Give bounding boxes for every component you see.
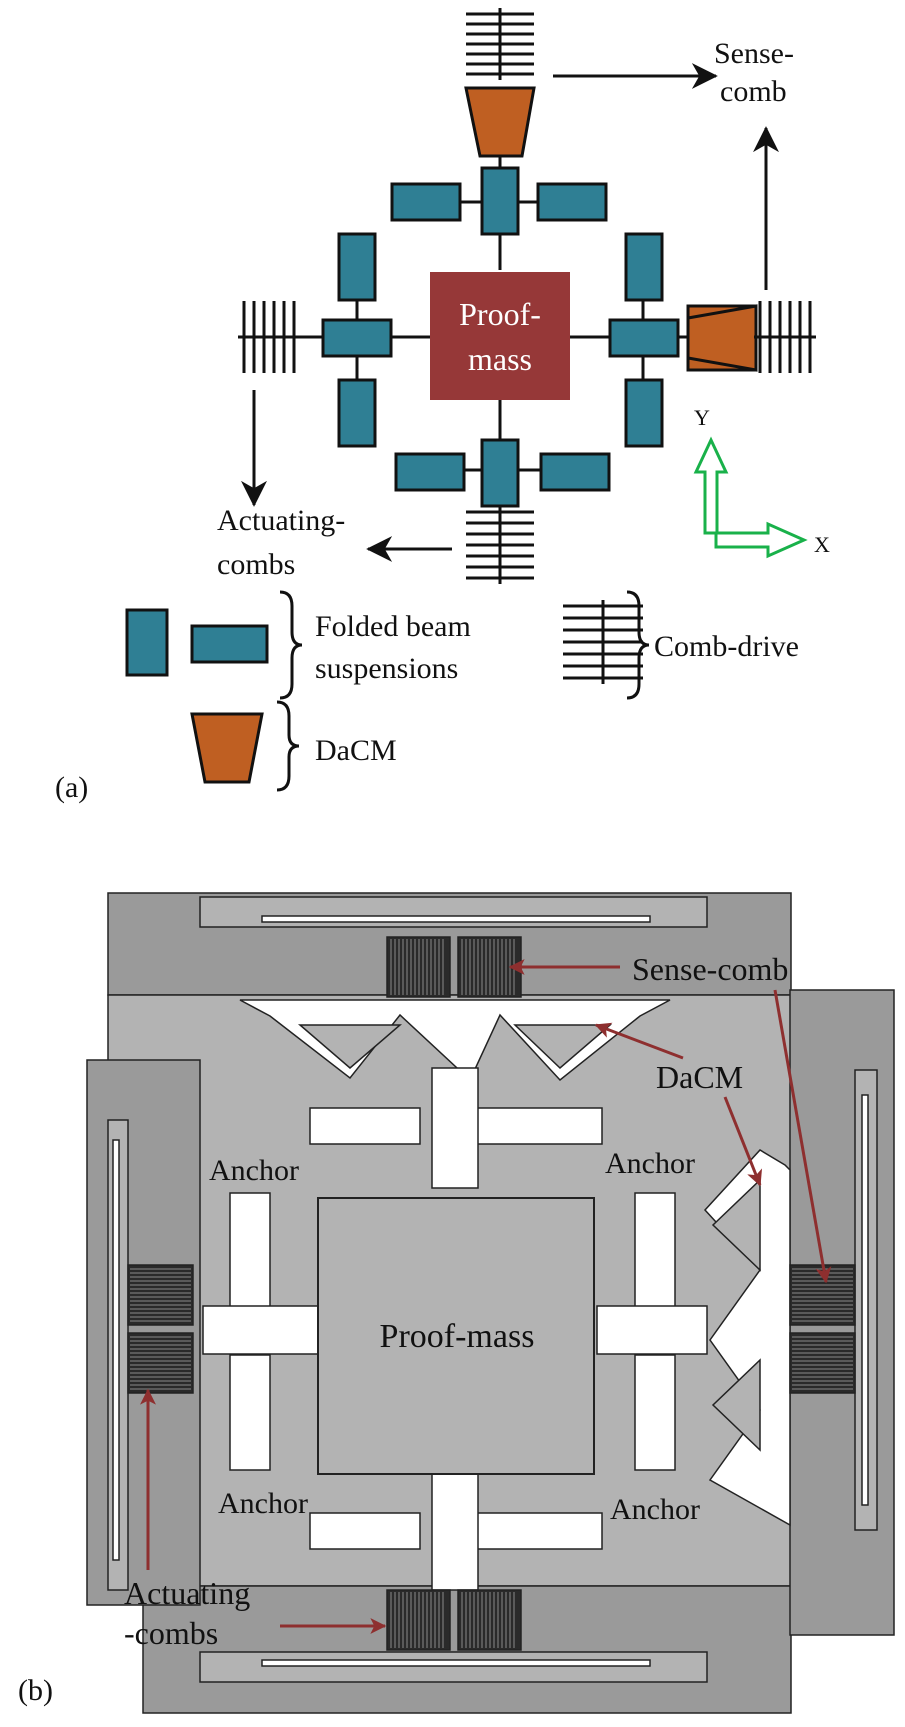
spring-top-left xyxy=(390,182,462,222)
sense-comb-label-line2: comb xyxy=(720,75,787,108)
arrow-sense-comb-right xyxy=(773,989,832,1284)
legend-spring-horizontal xyxy=(190,624,269,664)
anchor-bottom-left-label: Anchor xyxy=(218,1487,308,1520)
spring-b-right-lower xyxy=(634,1354,676,1471)
spring-top-center xyxy=(480,166,520,236)
spring-right-upper xyxy=(624,232,664,302)
panel-b-label: (b) xyxy=(18,1674,53,1707)
dacm-top xyxy=(464,86,536,158)
spring-top-right xyxy=(536,182,608,222)
comb-drive-top xyxy=(466,8,534,80)
actuating-combs-b-line2: -combs xyxy=(124,1615,218,1651)
spring-bottom-center xyxy=(480,438,520,508)
legend-folded-beam-line1: Folded beam xyxy=(315,610,471,643)
spring-left-center xyxy=(321,318,393,358)
comb-drive-left xyxy=(238,301,300,373)
spring-b-bottom-left xyxy=(309,1512,421,1550)
actuating-combs-b-line1: Actuating xyxy=(124,1575,250,1611)
dacm-b-label: DaCM xyxy=(656,1059,743,1095)
dacm-top-triangle-right xyxy=(513,1024,613,1070)
dacm-right-triangle-lower xyxy=(711,1358,761,1452)
spring-b-left-lower xyxy=(229,1354,271,1471)
legend-dacm-icon xyxy=(190,712,264,784)
panel-b xyxy=(86,892,895,1714)
comb-arrays-b xyxy=(127,936,856,1651)
y-axis-arrow xyxy=(693,436,729,535)
spring-b-left-upper xyxy=(229,1192,271,1309)
spring-right-lower xyxy=(624,378,664,448)
arrow-dacm-top xyxy=(594,1022,684,1060)
proof-mass-label-line2: mass xyxy=(468,341,532,377)
spring-b-top-right xyxy=(476,1107,603,1145)
anchor-top-left-label: Anchor xyxy=(209,1154,299,1187)
proof-mass-block xyxy=(430,272,570,400)
comb-array-block xyxy=(127,1264,194,1326)
proof-mass-b-label: Proof-mass xyxy=(380,1318,535,1355)
spring-bottom-left xyxy=(394,452,466,492)
axes-indicator: Y X xyxy=(693,405,830,559)
spring-b-top-center xyxy=(431,1067,479,1189)
legend-dacm-label: DaCM xyxy=(315,734,397,767)
legend-brace-dacm xyxy=(276,700,300,792)
spring-right-center xyxy=(608,318,680,358)
arrow-dacm-right xyxy=(723,1096,763,1187)
y-axis-label: Y xyxy=(694,405,710,430)
actuating-combs-label-line1: Actuating- xyxy=(217,504,345,537)
legend-spring-vertical xyxy=(125,608,169,677)
anchors-and-springs xyxy=(202,1067,708,1591)
spring-b-bottom-center xyxy=(431,1469,479,1591)
right-rail-slot xyxy=(861,1094,869,1506)
legend-folded-beam-line2: suspensions xyxy=(315,652,458,685)
comb-drive-bottom xyxy=(466,506,534,584)
x-axis-arrow xyxy=(705,521,808,559)
comb-drive-right xyxy=(754,301,816,373)
legend-comb-drive-label: Comb-drive xyxy=(654,630,799,663)
dacm-top-triangle-left xyxy=(297,1024,403,1069)
spring-b-top-left xyxy=(309,1107,421,1145)
comb-array-block xyxy=(789,1332,856,1394)
proof-mass-b xyxy=(317,1197,595,1475)
sense-comb-b-label: Sense-comb xyxy=(632,951,788,987)
spring-bottom-right xyxy=(539,452,611,492)
folded-beam-suspensions xyxy=(321,166,680,508)
dacm-right-triangle-upper xyxy=(711,1178,761,1272)
anchor-bottom-right-label: Anchor xyxy=(610,1493,700,1526)
left-rail-slot xyxy=(112,1139,120,1561)
legend-brace-springs xyxy=(279,590,303,700)
proof-mass-label-line1: Proof- xyxy=(459,296,541,332)
spring-left-upper xyxy=(337,232,377,302)
legend-brace-comb xyxy=(626,590,650,700)
x-axis-label: X xyxy=(814,532,830,557)
bottom-rail-slot xyxy=(261,1659,651,1667)
dacm-right-shape xyxy=(686,304,758,372)
annotation-arrows xyxy=(140,959,832,1634)
legend: Folded beam suspensions Comb-drive DaCM xyxy=(125,590,799,792)
actuating-combs-label-line2: combs xyxy=(217,548,295,581)
spring-b-right-upper xyxy=(634,1192,676,1309)
sense-comb-label-line1: Sense- xyxy=(714,37,794,70)
comb-array-block xyxy=(789,1264,856,1326)
panel-a-label: (a) xyxy=(55,771,88,804)
comb-array-block xyxy=(127,1332,194,1394)
spring-b-bottom-right xyxy=(476,1512,603,1550)
panel-a: Proof- mass Sense- comb Actuating- combs… xyxy=(55,8,830,804)
spring-b-left-center xyxy=(202,1305,324,1355)
panel-b-annotations: Proof-mass Sense-comb DaCM Anchor Anchor… xyxy=(18,951,832,1707)
top-rail-slot xyxy=(261,915,651,923)
spring-b-right-center xyxy=(596,1305,708,1355)
anchor-top-right-label: Anchor xyxy=(605,1147,695,1180)
spring-left-lower xyxy=(337,378,377,448)
legend-comb-drive-icon xyxy=(563,600,643,684)
bottom-rail-frame xyxy=(199,1651,708,1683)
